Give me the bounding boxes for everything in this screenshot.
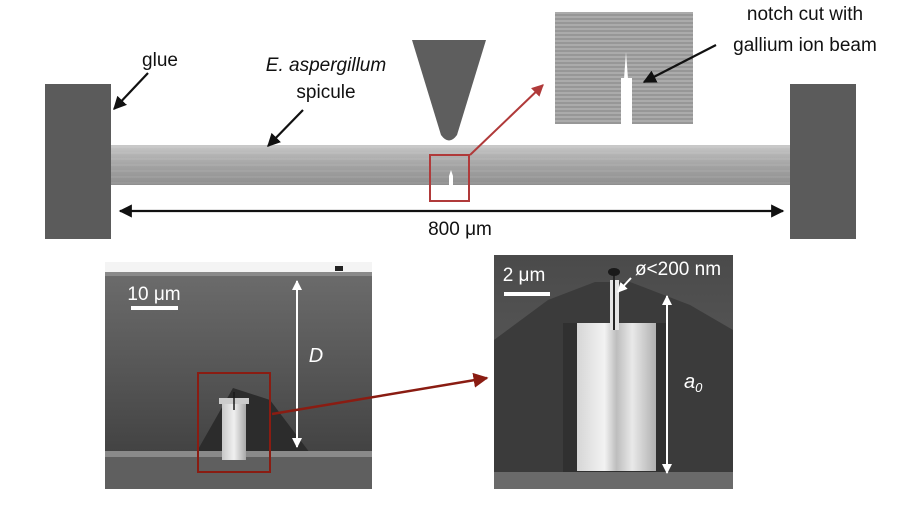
indenter xyxy=(412,40,486,141)
length-label: 800 μm xyxy=(428,219,492,240)
scale-label-left: 10 μm xyxy=(127,284,180,305)
micrograph-right xyxy=(494,255,733,489)
notch-arrow xyxy=(642,44,717,83)
notch-highlight-box xyxy=(429,154,470,202)
tip-diameter-label: ø<200 nm xyxy=(635,259,721,280)
species-label: E. aspergillum xyxy=(266,55,386,76)
depth-label: D xyxy=(309,345,323,367)
spicule-rod xyxy=(111,145,790,185)
spicule-label: spicule xyxy=(296,82,355,103)
right-grip xyxy=(790,84,856,239)
scale-label-right: 2 μm xyxy=(503,265,546,286)
left-grip xyxy=(45,84,111,239)
notch-length-symbol: a xyxy=(684,371,695,393)
rod-notch xyxy=(449,170,453,186)
micrograph-left xyxy=(105,262,372,489)
micrograph-highlight-box xyxy=(197,372,271,473)
notch-length-label: a0 xyxy=(684,371,703,395)
zoom-arrow-bottom xyxy=(271,372,489,416)
notch-length-subscript: 0 xyxy=(695,380,703,395)
tip-arrow xyxy=(617,277,632,293)
notch-label-line1: notch cut with xyxy=(747,4,863,25)
glue-arrow xyxy=(113,72,149,110)
notch-label-line2: gallium ion beam xyxy=(733,35,877,56)
spicule-arrow xyxy=(267,109,304,147)
scale-bar-left xyxy=(131,306,178,310)
glue-label: glue xyxy=(142,50,178,71)
zoom-arrow-top xyxy=(469,84,544,156)
scale-bar-right xyxy=(504,292,550,296)
